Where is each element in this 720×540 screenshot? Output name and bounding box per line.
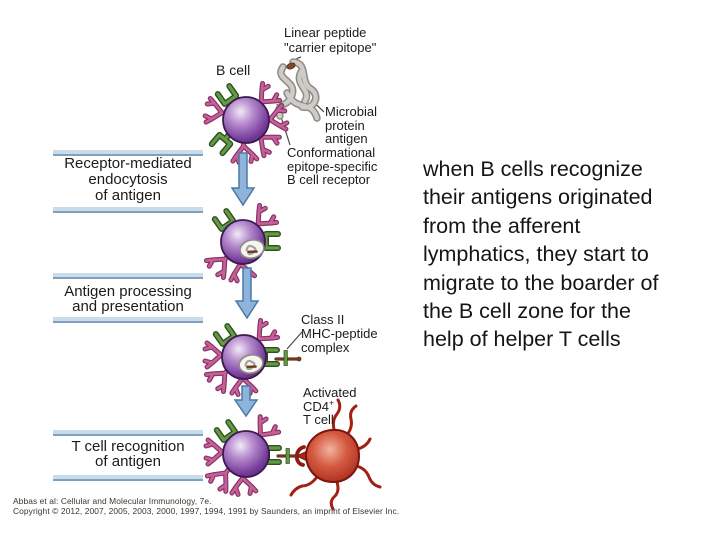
label-b-cell: B cell <box>216 62 251 78</box>
b-cell-stage4-icon <box>206 415 304 495</box>
label-class-ii-complex: Class II MHC-peptide complex <box>301 312 378 355</box>
b-cell-stage2-icon <box>205 204 278 282</box>
credit-source: Abbas et al: Cellular and Molecular Immu… <box>13 496 212 506</box>
stage-bracket-2 <box>53 273 203 323</box>
label-conformational-receptor: Conformational epitope-specific B cell r… <box>287 145 378 187</box>
b-cell-stage1-icon <box>204 82 288 163</box>
mhc-bar-icon <box>285 448 290 464</box>
peptide-tip-icon <box>296 356 302 362</box>
stage-label-t-cell-recognition: T cell recognition of antigen <box>71 438 185 470</box>
label-microbial-antigen: Microbial protein antigen <box>325 104 378 146</box>
t-cell-icon <box>289 398 382 511</box>
leader-line-class-ii <box>286 331 303 350</box>
diagram-canvas <box>53 56 382 511</box>
t-cell-dendrites-icon <box>289 398 382 511</box>
mhc-bar-icon <box>283 350 288 366</box>
linear-peptide-site-icon <box>286 62 296 70</box>
down-arrow-icon <box>234 267 260 320</box>
down-arrow-icon <box>230 152 256 207</box>
b-cell-stage3-icon <box>205 319 302 395</box>
figure-credits: Abbas et al: Cellular and Molecular Immu… <box>13 496 399 517</box>
down-arrow-icon <box>233 385 259 418</box>
tcr-claw-icon <box>294 445 306 467</box>
annotation-text: when B cells recognize their antigens or… <box>423 157 659 352</box>
stage-label-processing: Antigen processing and presentation <box>64 283 192 315</box>
stage-label-endocytosis: Receptor-mediated endocytosis of antigen <box>64 155 192 204</box>
stage-bracket-1 <box>53 150 203 213</box>
label-linear-peptide: Linear peptide "carrier epitope" <box>284 25 377 55</box>
label-activated-t-cell: Activated CD4+ T cell <box>303 385 357 427</box>
credit-copyright: Copyright © 2012, 2007, 2005, 2003, 2000… <box>13 506 400 517</box>
t-cell-body-icon <box>304 428 361 484</box>
stage-bracket-3 <box>53 430 203 481</box>
